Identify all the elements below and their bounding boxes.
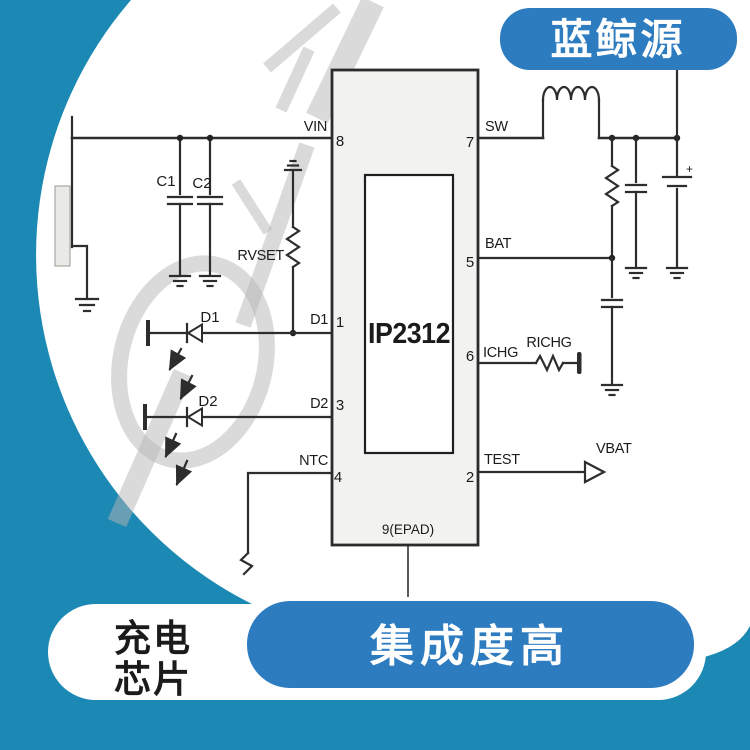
watermark-stroke [275, 46, 315, 113]
connector-ground-wire [70, 244, 89, 299]
c2-label: C2 [192, 175, 211, 192]
ground-symbol [74, 297, 100, 313]
badge-label: 蓝鲸源 [550, 15, 685, 64]
c1-label: C1 [156, 173, 175, 190]
led-arrow [175, 459, 193, 487]
battery: + [661, 68, 693, 280]
tagline-line1: 充电 [114, 617, 192, 660]
pin-number-4: 4 [334, 469, 342, 486]
connector-body [54, 185, 71, 267]
brand-badge: 蓝鲸源 [500, 8, 737, 70]
badge-pill [500, 8, 737, 70]
terminator-bar [577, 352, 582, 374]
richg-label: RICHG [526, 335, 571, 351]
pin-label-vin: VIN [304, 119, 327, 135]
diode-triangle [186, 322, 203, 344]
watermark-letter-o [111, 255, 275, 469]
epad-label: 9(EPAD) [382, 522, 434, 537]
pin-label-d1: D1 [310, 312, 328, 328]
ground-symbol [198, 274, 222, 288]
pin-label-d2: D2 [310, 396, 328, 412]
capacitor-c2: C2 [192, 134, 224, 288]
ic-inner-outline [363, 173, 455, 455]
pin-label-test: TEST [484, 452, 520, 468]
ichg-net: RICHG [476, 335, 582, 374]
thermistor-squiggle [239, 551, 254, 576]
pin-number-7: 7 [466, 134, 474, 151]
pin-number-2: 2 [466, 469, 474, 486]
pin-number-6: 6 [466, 348, 474, 365]
battery-plus-sign: + [686, 162, 693, 176]
pin-label-sw: SW [485, 119, 508, 135]
resistor-rvset: RVSET [237, 159, 303, 337]
ground-symbol [168, 274, 192, 288]
output-capacitor [624, 136, 648, 280]
inductor [541, 85, 601, 102]
led-arrow [168, 347, 187, 371]
watermark [107, 0, 384, 528]
pin-label-ntc: NTC [299, 453, 328, 469]
led-d1: D1 [146, 309, 334, 400]
led-arrow [179, 374, 197, 400]
bat-net [476, 254, 624, 397]
rvset-label: RVSET [237, 248, 284, 264]
input-connector [54, 115, 100, 313]
ground-symbol [624, 266, 648, 280]
headline: 集成度高 [369, 621, 570, 672]
ic-ip2312: IP2312 9(EPAD) 8 7 5 6 2 1 3 4 VIN SW BA… [299, 68, 521, 547]
resistor-richg [534, 353, 565, 373]
footer-captions: 充电 芯片 集成度高 [48, 601, 706, 701]
diode-triangle [186, 406, 203, 428]
led-d2: D2 [143, 393, 334, 487]
application-schematic: C1 C2 RVSET [54, 68, 693, 597]
test-net: VBAT [476, 441, 632, 484]
pin-number-8: 8 [336, 133, 344, 150]
pin-label-bat: BAT [485, 236, 512, 252]
junction-dot [176, 134, 184, 142]
pin-number-3: 3 [336, 397, 344, 414]
watermark-stroke [107, 368, 193, 528]
ground-symbol [665, 266, 689, 280]
ntc-net [239, 471, 334, 576]
watermark-stroke [263, 3, 341, 73]
tagline-line2: 芯片 [114, 658, 192, 701]
ic-part-number: IP2312 [368, 318, 450, 350]
resistor-feedback [604, 136, 620, 260]
d1-diode-label: D1 [200, 309, 219, 326]
led-arrow [164, 432, 182, 459]
ground-symbol [600, 383, 624, 397]
pin-number-1: 1 [336, 314, 344, 331]
watermark-stroke [231, 179, 273, 235]
d2-diode-label: D2 [198, 393, 217, 410]
junction-dot [206, 134, 214, 142]
pin-label-ichg: ICHG [483, 345, 518, 361]
vbat-arrow [583, 460, 607, 484]
vbat-label: VBAT [596, 441, 632, 457]
blue-pill [247, 601, 694, 688]
capacitor-c1: C1 [156, 134, 194, 288]
pin-number-5: 5 [466, 254, 474, 271]
watermark-stroke [306, 0, 384, 124]
